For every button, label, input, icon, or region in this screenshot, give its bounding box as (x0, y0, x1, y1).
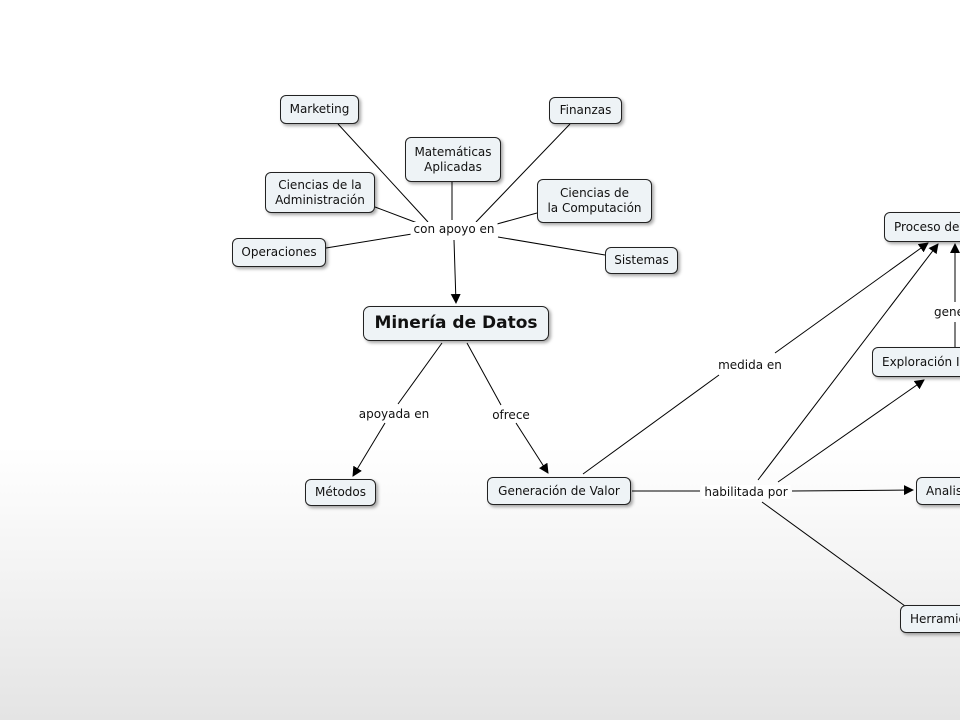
edge-mineria-apoyada (397, 342, 443, 405)
node-ciencias-comp-line2: la Computación (547, 201, 642, 215)
node-analisis[interactable]: Analis (916, 477, 960, 505)
edge-ciencias-comp (496, 212, 538, 225)
node-exploracion[interactable]: Exploración I (872, 347, 960, 377)
node-ciencias-administracion[interactable]: Ciencias de la Administración (265, 172, 375, 213)
edge-apoyada-metodos (352, 422, 386, 477)
node-marketing-label: Marketing (289, 102, 350, 116)
edge-ciencias-admin (374, 206, 421, 225)
link-ofrece: ofrece (489, 408, 533, 422)
node-matematicas-line1: Matemáticas (414, 144, 492, 159)
node-metodos-label: Métodos (315, 485, 366, 499)
edge-habilitada-exploracion (777, 379, 925, 483)
edge-marketing (337, 123, 429, 223)
node-herramientas-label: Herramie (910, 611, 960, 626)
link-habilitada-por: habilitada por (701, 485, 791, 499)
edge-finanzas (475, 123, 571, 223)
node-proceso[interactable]: Proceso de (884, 212, 960, 242)
node-ciencias-computacion[interactable]: Ciencias de la Computación (537, 179, 652, 223)
link-medida-en: medida en (715, 358, 785, 372)
node-matematicas-aplicadas[interactable]: Matemáticas Aplicadas (405, 137, 501, 182)
edge-habilitada-analisis (791, 485, 914, 496)
link-con-apoyo-en: con apoyo en (410, 222, 498, 236)
node-finanzas[interactable]: Finanzas (549, 97, 622, 124)
link-genera: gene (931, 305, 960, 319)
node-metodos[interactable]: Métodos (305, 479, 376, 506)
link-apoyada-en: apoyada en (355, 407, 433, 421)
node-matematicas-line2: Aplicadas (424, 159, 482, 174)
node-operaciones-label: Operaciones (241, 245, 317, 259)
node-marketing[interactable]: Marketing (280, 95, 359, 124)
node-proceso-label: Proceso de (894, 219, 960, 234)
node-operaciones[interactable]: Operaciones (232, 238, 326, 267)
node-finanzas-label: Finanzas (559, 103, 612, 117)
node-generacion-label: Generación de Valor (498, 483, 620, 498)
node-mineria-de-datos[interactable]: Minería de Datos (363, 306, 549, 341)
node-generacion-de-valor[interactable]: Generación de Valor (487, 477, 631, 505)
edge-habilitada-proceso (757, 243, 939, 481)
edge-sistemas (497, 236, 606, 256)
node-sistemas-label: Sistemas (614, 253, 669, 267)
edge-operaciones (325, 233, 413, 249)
node-ciencias-admin-line2: Administración (275, 192, 365, 207)
edge-to-mineria (450, 239, 461, 304)
edge-mineria-ofrece (466, 342, 502, 406)
node-ciencias-admin-line1: Ciencias de la (278, 177, 362, 192)
node-mineria-label: Minería de Datos (374, 313, 538, 333)
node-sistemas[interactable]: Sistemas (605, 247, 678, 274)
edge-ofrece-generacion (515, 422, 549, 474)
node-ciencias-comp-line1: Ciencias de (559, 186, 630, 200)
node-herramientas[interactable]: Herramie (900, 605, 960, 633)
edge-habilitada-herramientas (761, 501, 906, 607)
node-analisis-label: Analis (926, 483, 960, 498)
edge-medida-proceso (774, 242, 929, 354)
node-exploracion-label: Exploración I (882, 354, 960, 369)
edge-generacion-medida (582, 374, 720, 475)
